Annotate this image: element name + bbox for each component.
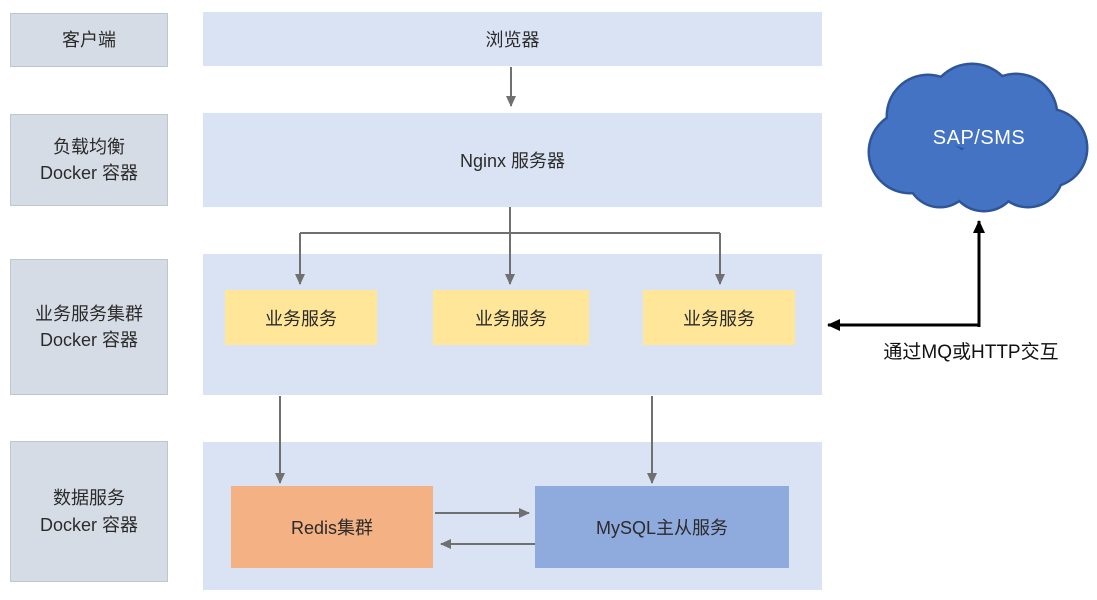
mq-http-annotation: 通过MQ或HTTP交互: [883, 342, 1059, 363]
row-label-client-line1: 客户端: [62, 29, 116, 50]
row-label-client: 客户端: [10, 13, 168, 67]
row-label-load-balancer: 负载均衡 Docker 容器: [10, 114, 168, 206]
arrow-services-to-cloud: [827, 220, 985, 331]
mysql-node: MySQL主从服务: [535, 486, 789, 568]
row-label-data-service-line2: Docker 容器: [39, 514, 138, 535]
mysql-node-label: MySQL主从服务: [595, 518, 728, 538]
row-label-load-balancer-line1: 负载均衡: [53, 136, 125, 157]
business-service-node-3: 业务服务: [643, 290, 795, 345]
nginx-node-label: Nginx 服务器: [459, 151, 566, 171]
sap-sms-cloud-label: SAP/SMS: [932, 127, 1026, 149]
business-service-2-label: 业务服务: [475, 308, 547, 329]
redis-cluster-label: Redis集群: [290, 518, 374, 538]
row-label-data-service-line1: 数据服务: [53, 488, 125, 509]
row-label-service-cluster-line1: 业务服务集群: [35, 303, 143, 324]
business-service-node-1: 业务服务: [225, 290, 377, 345]
business-service-node-2: 业务服务: [433, 290, 589, 345]
redis-cluster-node: Redis集群: [231, 486, 433, 568]
business-service-3-label: 业务服务: [683, 308, 755, 329]
nginx-node: Nginx 服务器: [203, 113, 822, 207]
business-service-1-label: 业务服务: [265, 308, 337, 329]
row-label-data-service: 数据服务 Docker 容器: [10, 441, 168, 582]
browser-node: 浏览器: [203, 12, 822, 66]
browser-node-label: 浏览器: [485, 30, 540, 50]
row-label-load-balancer-line2: Docker 容器: [39, 163, 138, 183]
row-label-service-cluster: 业务服务集群 Docker 容器: [10, 259, 168, 395]
row-label-service-cluster-line2: Docker 容器: [39, 330, 138, 350]
